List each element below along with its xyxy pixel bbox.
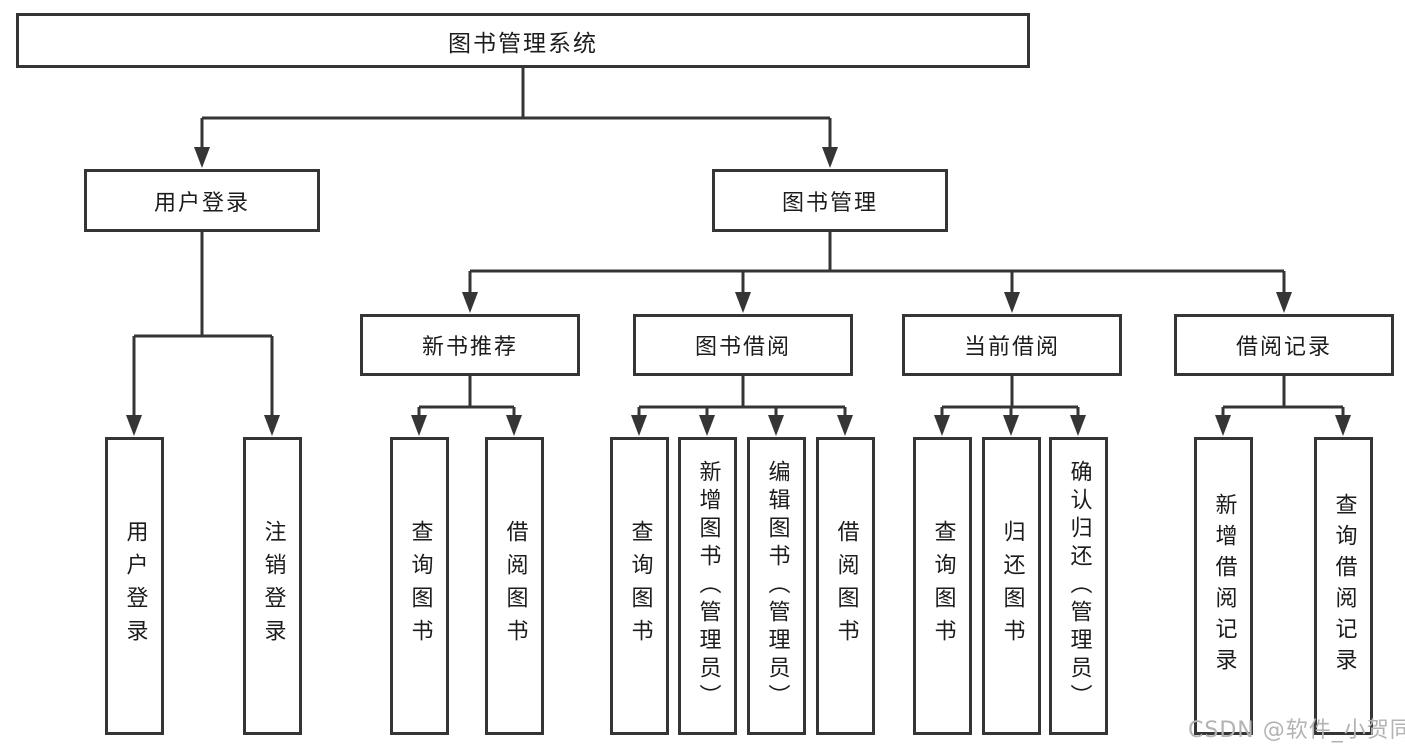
- leaf-return-books-label: 归还图书: [999, 520, 1025, 652]
- leaf-return-books: 归还图书: [982, 437, 1041, 735]
- leaf-query-borrow-record-label: 查询借阅记录: [1331, 493, 1357, 679]
- leaf-borrow-books-recommend: 借阅图书: [485, 437, 544, 735]
- node-new-book-recommend: 新书推荐: [360, 314, 580, 376]
- leaf-add-borrow-record-label: 新增借阅记录: [1211, 493, 1237, 679]
- node-current-borrow: 当前借阅: [902, 314, 1122, 376]
- leaf-user-login: 用户登录: [105, 437, 164, 735]
- leaf-confirm-return-admin: 确认归还（管理员）: [1049, 437, 1108, 735]
- leaf-borrow-books: 借阅图书: [816, 437, 875, 735]
- csdn-watermark: CSDN @软件_小贺同学: [1188, 718, 1405, 743]
- leaf-query-borrow-record: 查询借阅记录: [1314, 437, 1373, 735]
- leaf-add-books-admin-label: 新增图书（管理员）: [695, 460, 721, 712]
- leaf-query-books-borrow: 查询图书: [610, 437, 669, 735]
- node-new-book-recommend-label: 新书推荐: [421, 335, 518, 360]
- node-book-borrow: 图书借阅: [633, 314, 853, 376]
- node-root-system: 图书管理系统: [16, 13, 1030, 68]
- node-book-management-label: 图书管理: [781, 190, 878, 216]
- leaf-query-books-current: 查询图书: [913, 437, 972, 735]
- node-current-borrow-label: 当前借阅: [963, 335, 1060, 360]
- leaf-confirm-return-admin-label: 确认归还（管理员）: [1066, 460, 1092, 712]
- leaf-logout: 注销登录: [243, 437, 302, 735]
- leaf-query-books-recommend: 查询图书: [390, 437, 449, 735]
- leaf-borrow-books-recommend-label: 借阅图书: [502, 520, 528, 652]
- node-user-login-branch: 用户登录: [84, 169, 320, 232]
- connector-stems: [132, 68, 1345, 417]
- leaf-query-books-recommend-label: 查询图书: [407, 520, 433, 652]
- leaf-edit-books-admin: 编辑图书（管理员）: [747, 437, 806, 735]
- leaf-user-login-label: 用户登录: [122, 520, 148, 652]
- leaf-edit-books-admin-label: 编辑图书（管理员）: [764, 460, 790, 712]
- leaf-query-books-current-label: 查询图书: [930, 520, 956, 652]
- leaf-logout-label: 注销登录: [260, 520, 286, 652]
- leaf-borrow-books-label: 借阅图书: [833, 520, 859, 652]
- node-borrow-record-label: 借阅记录: [1235, 335, 1332, 360]
- node-user-login-branch-label: 用户登录: [153, 190, 250, 216]
- leaf-add-books-admin: 新增图书（管理员）: [678, 437, 737, 735]
- connector-arrowheads: [126, 147, 1351, 436]
- node-borrow-record: 借阅记录: [1174, 314, 1394, 376]
- leaf-query-books-borrow-label: 查询图书: [627, 520, 653, 652]
- leaf-add-borrow-record: 新增借阅记录: [1194, 437, 1253, 735]
- node-book-borrow-label: 图书借阅: [694, 335, 791, 360]
- node-root-label: 图书管理系统: [448, 30, 598, 57]
- node-book-management: 图书管理: [712, 169, 948, 232]
